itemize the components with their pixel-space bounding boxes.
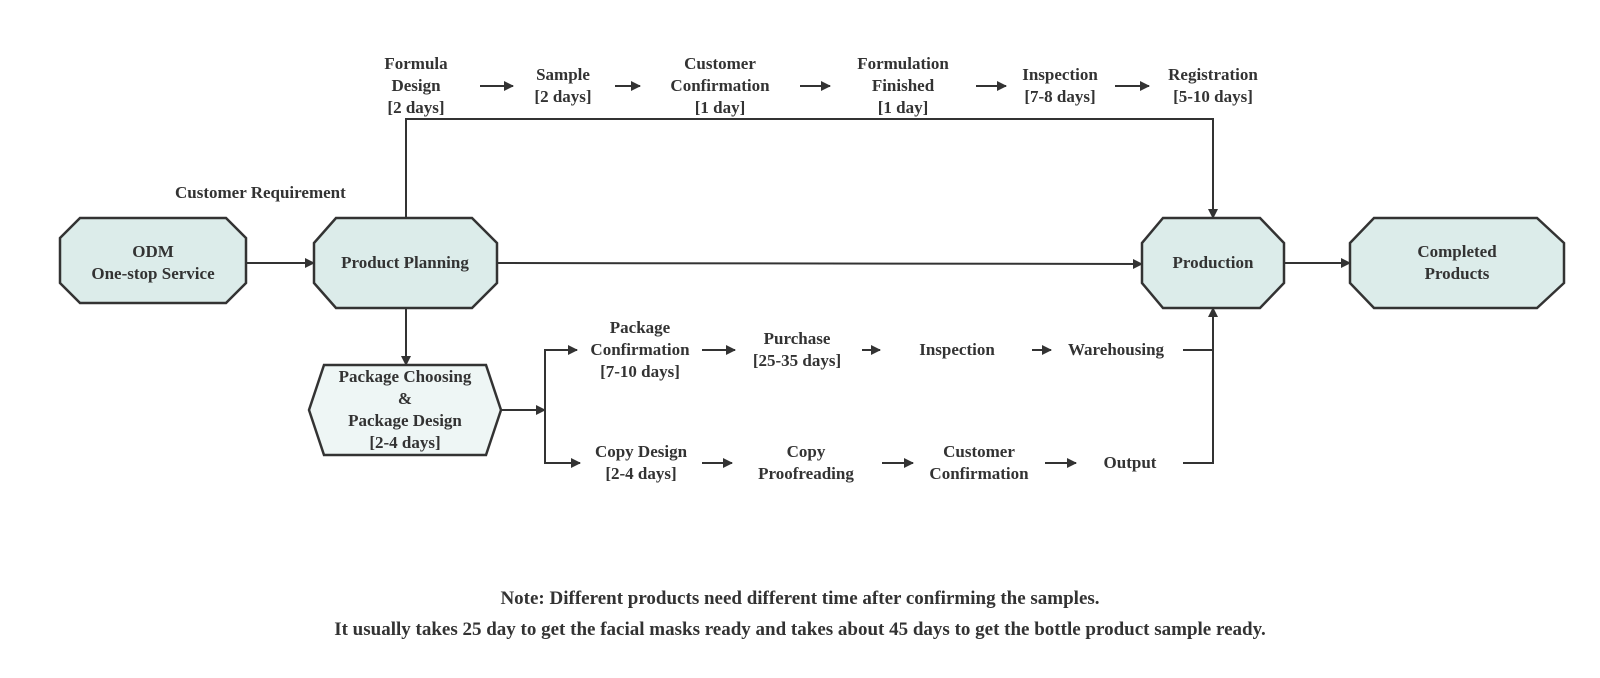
- product-planning-node: Product Planning: [341, 253, 469, 272]
- package-step-inspection: Inspection: [919, 340, 995, 359]
- completed-products-node-shape: [1348, 216, 1566, 310]
- arrow-fork-upper: [544, 345, 578, 410]
- completed-products-node: Completed Products: [1417, 242, 1497, 283]
- arrow-planning-to-production: [496, 258, 1143, 269]
- package-step-confirmation: Package Confirmation [7-10 days]: [590, 318, 690, 381]
- production-node-shape: [1140, 216, 1286, 310]
- line-output-to-merge: [1183, 350, 1214, 464]
- top-step-registration: Registration [5-10 days]: [1168, 65, 1258, 106]
- top-step-formulation-finished: Formulation Finished [1 day]: [857, 54, 949, 117]
- top-step-formula-design: Formula Design [2 days]: [384, 54, 448, 117]
- note-line-1: Note: Different products need different …: [500, 588, 1100, 609]
- package-choosing-node-shape: [307, 363, 503, 457]
- package-step-warehousing: Warehousing: [1067, 340, 1165, 359]
- top-step-inspection: Inspection [7-8 days]: [1022, 65, 1098, 106]
- customer-requirement-label: Customer Requirement: [175, 183, 346, 202]
- copy-step-proofreading: Copy Proofreading: [758, 442, 854, 483]
- arrow-warehousing-to-production: [1183, 307, 1218, 351]
- odm-node-shape: [58, 216, 248, 305]
- package-choosing-node: Package Choosing & Package Design [2-4 d…: [338, 367, 472, 452]
- top-step-sample: Sample [2 days]: [534, 65, 592, 106]
- top-step-customer-confirmation: Customer Confirmation [1 day]: [670, 54, 770, 117]
- package-step-purchase: Purchase [25-35 days]: [752, 329, 842, 370]
- product-planning-node-shape: [312, 216, 499, 310]
- note-line-2: It usually takes 25 day to get the facia…: [334, 619, 1266, 640]
- arrow-top-branch: [405, 118, 1218, 219]
- odm-node: ODM One-stop Service: [91, 242, 215, 283]
- copy-step-customer-confirmation: Customer Confirmation: [929, 442, 1029, 483]
- copy-step-output: Output: [1103, 453, 1157, 472]
- production-node: Production: [1172, 253, 1254, 272]
- copy-step-design: Copy Design [2-4 days]: [594, 442, 688, 483]
- arrow-fork-lower: [544, 410, 581, 468]
